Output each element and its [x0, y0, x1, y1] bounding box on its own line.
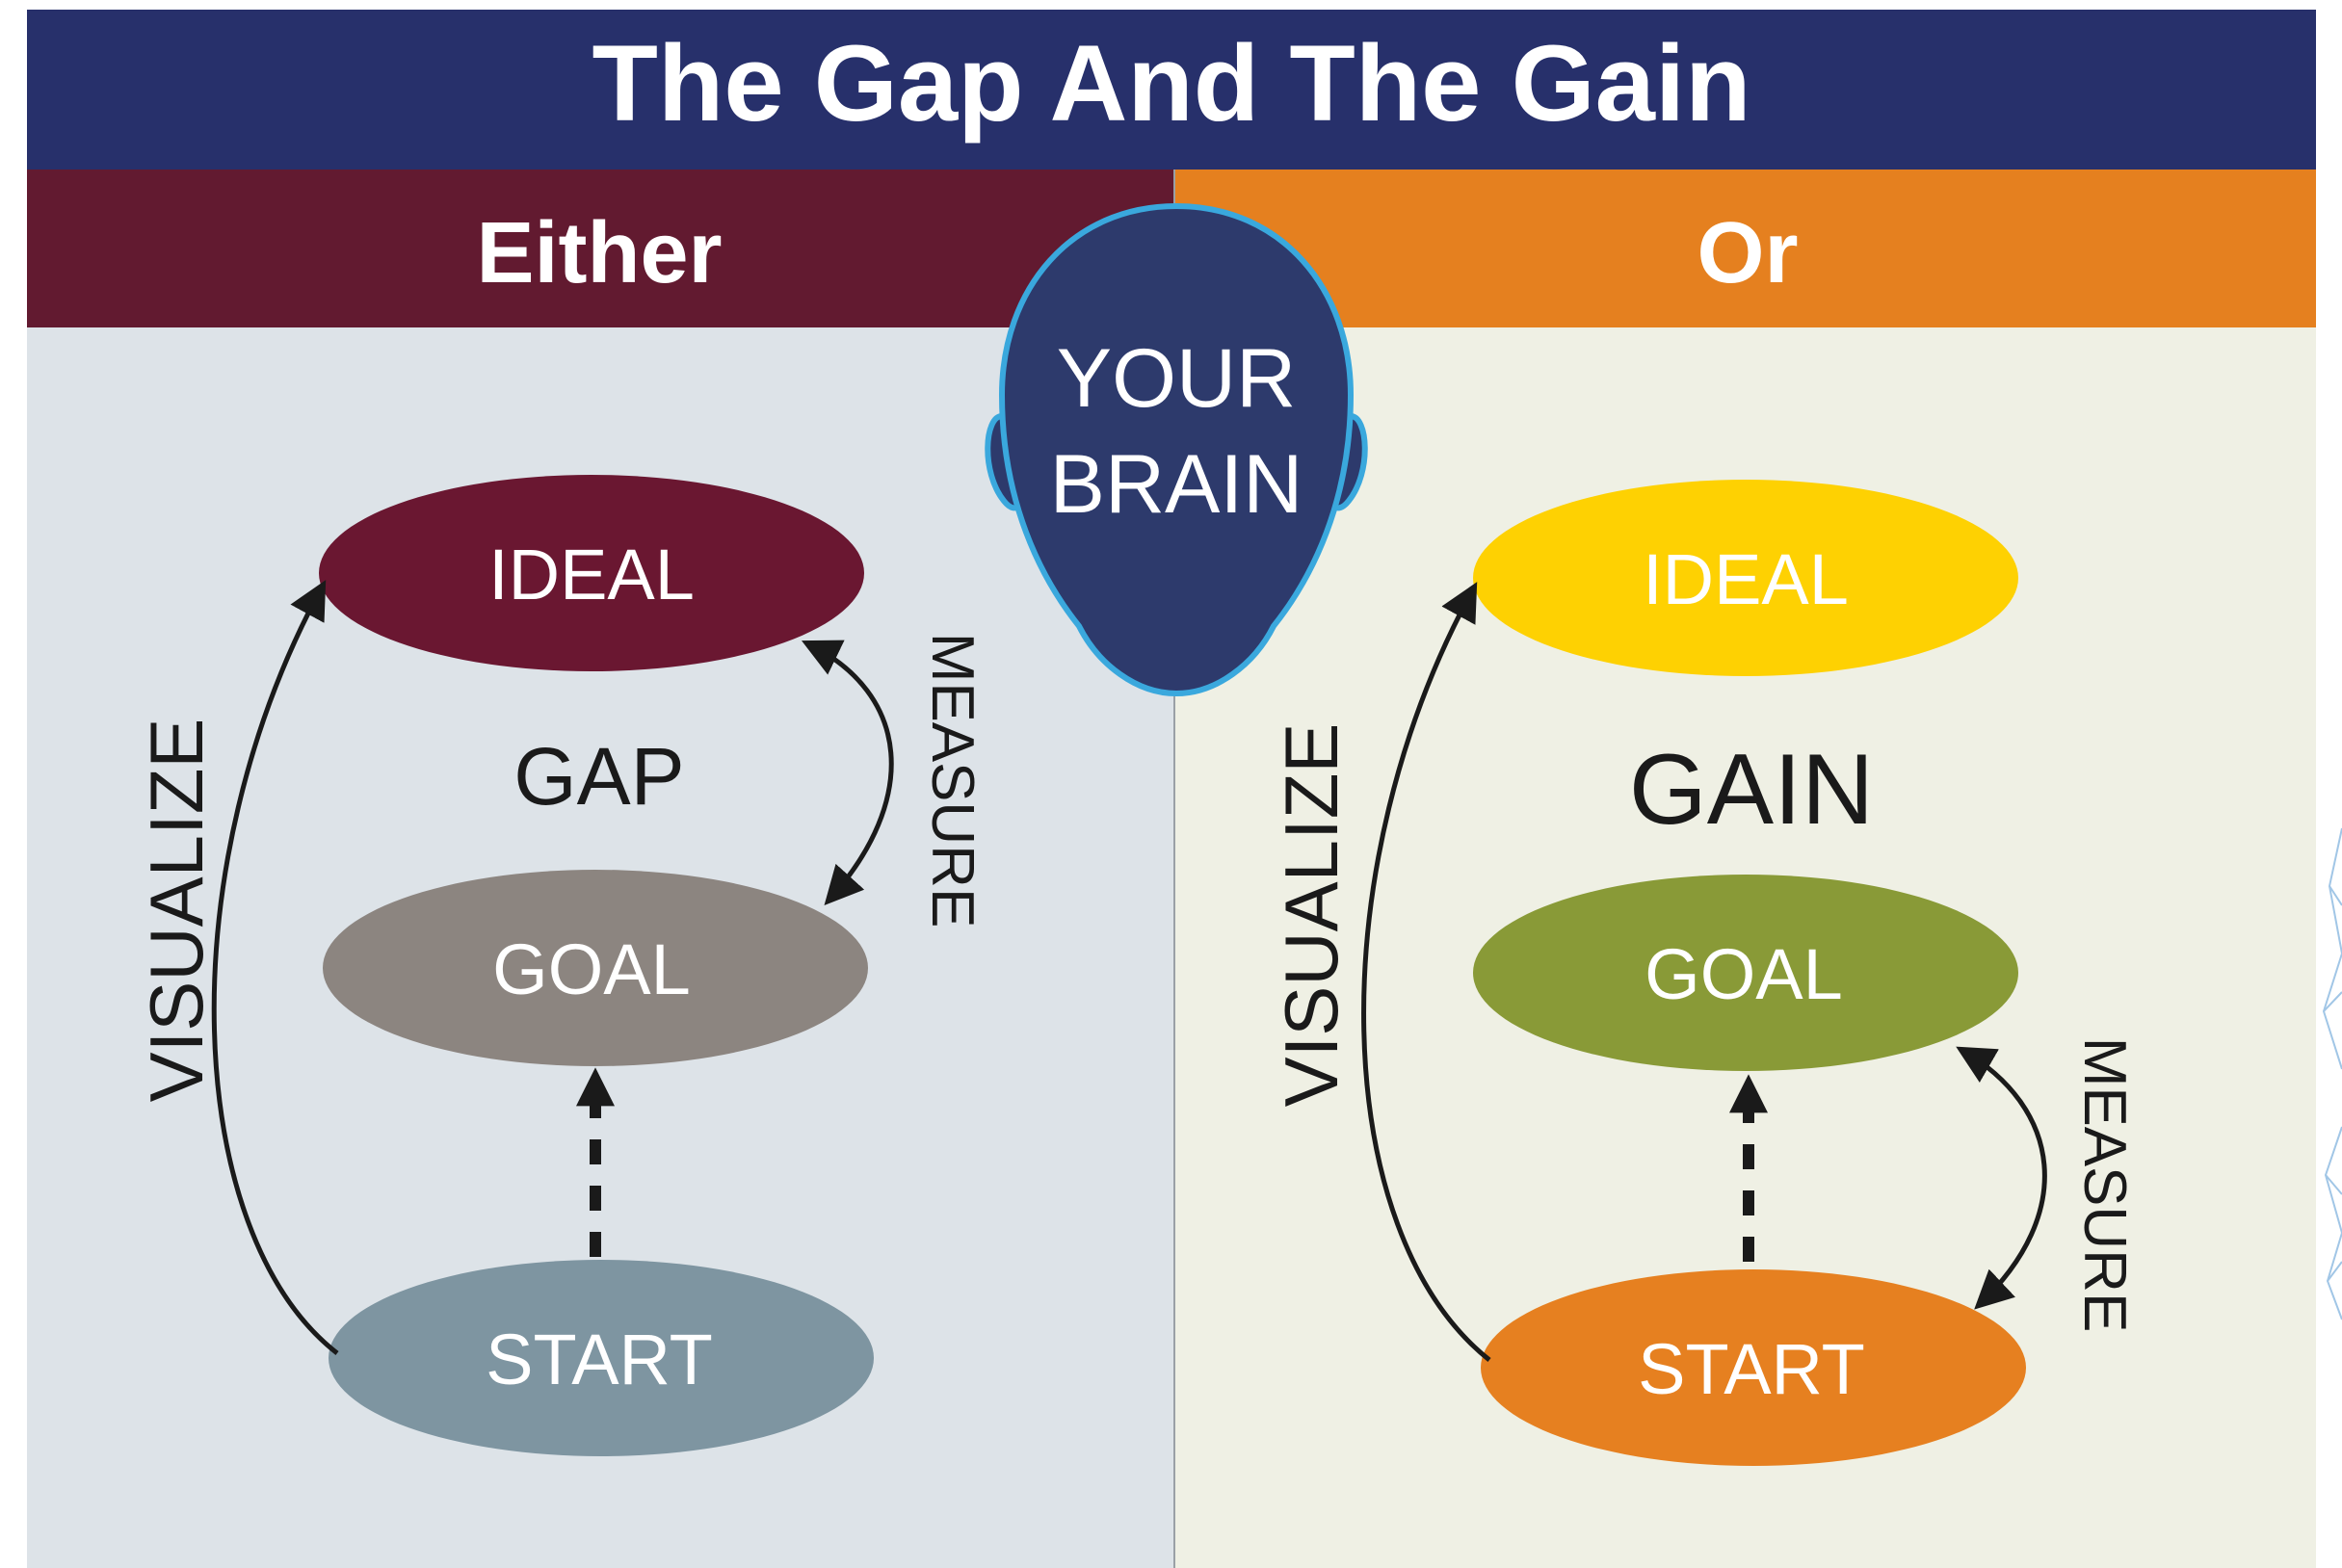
left-measure-label: MEASURE [919, 633, 986, 928]
left-ideal-ellipse [319, 475, 864, 671]
left-start-ellipse [329, 1260, 874, 1456]
right-measure-label: MEASURE [2071, 1037, 2138, 1333]
either-bar [27, 170, 1174, 327]
right-goal-ellipse [1473, 875, 2018, 1071]
network-decoration [2322, 827, 2342, 1320]
right-ideal-label: IDEAL [1643, 539, 1849, 619]
right-visualize-arrow [1361, 582, 1491, 1362]
diagram-title: The Gap And The Gain [592, 23, 1750, 144]
brain-label-line1: YOUR [1057, 332, 1296, 425]
either-header: Either [476, 205, 722, 301]
left-goal-ellipse [323, 870, 868, 1066]
right-gain-label: GAIN [1629, 734, 1874, 846]
left-ideal-label: IDEAL [488, 535, 695, 614]
left-gap-label: GAP [513, 731, 684, 822]
title-bar [27, 10, 2316, 170]
left-visualize-arrow [211, 580, 339, 1355]
brain-label-line2: BRAIN [1050, 438, 1303, 531]
left-measure-arrow [802, 640, 894, 905]
left-goal-label: GOAL [492, 929, 691, 1009]
right-measure-arrow [1956, 1046, 2047, 1310]
right-goal-label: GOAL [1645, 934, 1843, 1014]
right-start-label: START [1638, 1329, 1865, 1409]
left-visualize-label: VISUALIZE [134, 719, 219, 1103]
right-start-ellipse [1481, 1269, 2026, 1466]
head-icon [985, 202, 1368, 697]
or-header: Or [1697, 205, 1798, 301]
or-bar [1174, 170, 2316, 327]
left-start-label: START [486, 1320, 713, 1399]
right-visualize-label: VISUALIZE [1269, 723, 1354, 1108]
right-ideal-ellipse [1473, 480, 2018, 676]
